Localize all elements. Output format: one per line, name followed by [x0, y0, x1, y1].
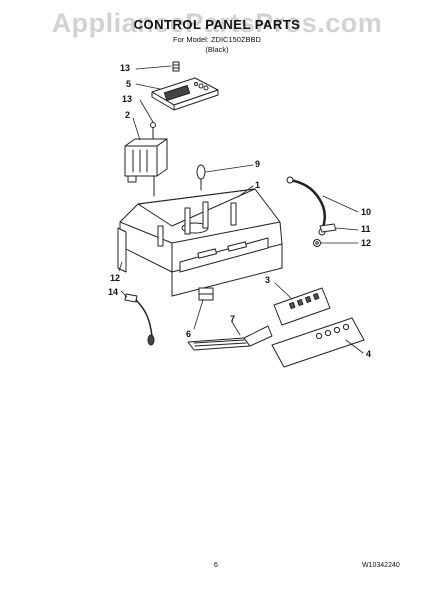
callout-12-left: 12	[110, 273, 121, 283]
callout-6: 6	[186, 329, 192, 339]
part-14-sensor	[124, 293, 155, 346]
part-3-keypad	[273, 287, 331, 326]
callout-2: 2	[125, 110, 131, 120]
part-5-control-board	[151, 77, 219, 111]
watermark: AppliancePartsPros.com	[51, 8, 383, 38]
callout-3: 3	[265, 275, 271, 285]
part-12-bracket-left	[117, 227, 127, 273]
callout-10: 10	[361, 207, 372, 217]
part-1-housing	[119, 188, 283, 297]
part-11-clip	[319, 223, 337, 233]
part-4-panel	[271, 317, 365, 368]
doc-number: W10342240	[362, 562, 400, 569]
page-number: 6	[214, 562, 218, 569]
part-10-wire	[286, 176, 326, 236]
color-line: (Black)	[205, 45, 229, 54]
callout-9: 9	[255, 159, 261, 169]
part-13-screw-top	[172, 61, 180, 72]
callout-7: 7	[230, 314, 236, 324]
callout-13-top: 13	[120, 63, 131, 73]
callout-14: 14	[108, 287, 119, 297]
part-12-nut-right	[313, 239, 321, 247]
part-6-switch	[198, 287, 214, 301]
part-9-pin	[196, 164, 206, 191]
leader-lines	[118, 65, 364, 354]
part-13-screw-left	[150, 122, 156, 141]
callout-12-right: 12	[361, 238, 372, 248]
part-7-harness	[187, 325, 273, 351]
diagram-title: CONTROL PANEL PARTS	[133, 17, 301, 32]
callout-13-left: 13	[122, 94, 133, 104]
callout-1: 1	[255, 180, 261, 190]
model-line: For Model: ZDIC150ZBBD	[173, 35, 261, 44]
callout-11: 11	[361, 224, 371, 234]
callout-5: 5	[126, 79, 132, 89]
part-2-motor	[124, 138, 168, 197]
callout-4: 4	[366, 349, 372, 359]
